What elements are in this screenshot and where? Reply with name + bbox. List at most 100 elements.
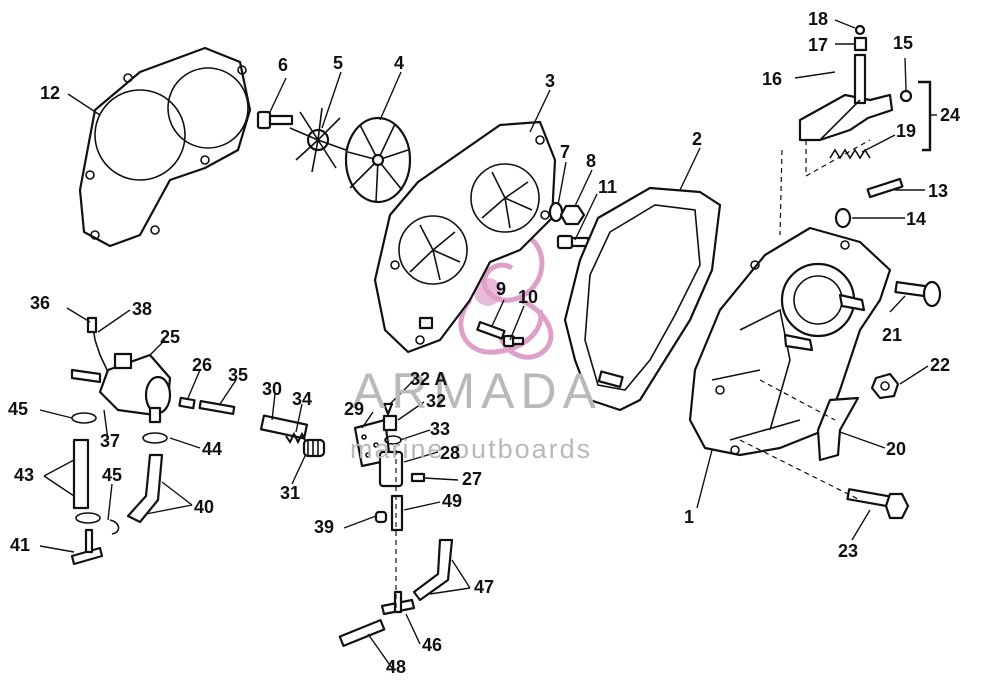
callout-28: 28 — [440, 443, 461, 463]
callout-19: 19 — [896, 121, 917, 141]
callout-30: 30 — [262, 379, 283, 399]
part-32-seat — [382, 414, 398, 432]
callout-18: 18 — [808, 9, 829, 29]
part-9-pin — [476, 321, 506, 340]
callout-23: 23 — [838, 541, 859, 561]
part-13-screw — [866, 177, 904, 199]
callout-29: 29 — [344, 399, 365, 419]
callout-24: 24 — [940, 105, 961, 125]
part-34-spring — [285, 431, 307, 445]
callout-43: 43 — [14, 465, 35, 485]
part-31-nut — [302, 438, 326, 458]
callout-14: 14 — [906, 209, 927, 229]
part-8-nut — [559, 204, 586, 226]
callout-36: 36 — [30, 293, 51, 313]
callout-10: 10 — [518, 287, 539, 307]
callout-39: 39 — [314, 517, 335, 537]
callout-4: 4 — [394, 53, 405, 73]
callout-20: 20 — [886, 439, 907, 459]
callout-32a: 32 A — [410, 369, 448, 389]
part-10-screw — [502, 334, 525, 348]
part-30-tube — [259, 414, 309, 440]
callout-7: 7 — [560, 142, 571, 162]
part-21-screw — [894, 280, 942, 308]
part-6-screw — [256, 110, 294, 130]
part-24-link-rod — [918, 80, 932, 152]
callout-12: 12 — [40, 83, 61, 103]
callout-3: 3 — [545, 71, 556, 91]
callout-22: 22 — [930, 355, 951, 375]
part-45-clamp-top — [71, 412, 97, 424]
part-48-hose — [338, 619, 386, 647]
part-14-plug — [834, 207, 852, 229]
part-5-reed-star — [289, 107, 347, 173]
part-3-pump-plate — [373, 120, 557, 354]
part-45-clamp-bottom — [75, 512, 120, 535]
callout-35: 35 — [228, 365, 249, 385]
callout-46: 46 — [422, 635, 443, 655]
callout-37: 37 — [100, 431, 121, 451]
part-26-screw — [178, 396, 196, 410]
part-25-solenoid — [70, 352, 172, 424]
part-18-ball — [854, 24, 866, 36]
part-17-bushing — [853, 36, 868, 52]
callout-5: 5 — [333, 53, 344, 73]
part-2-gasket — [563, 186, 722, 412]
callout-25: 25 — [160, 327, 181, 347]
part-4-valve-disc — [344, 116, 412, 204]
callout-13: 13 — [928, 181, 949, 201]
part-39-plug — [374, 510, 388, 524]
armada-logo — [458, 229, 554, 360]
part-15-clip — [899, 89, 913, 103]
part-19-spring — [829, 148, 871, 160]
part-44-clamp — [142, 432, 168, 444]
part-12-gasket — [78, 46, 252, 248]
part-36-38-wire — [86, 316, 109, 373]
part-49-tube — [390, 494, 404, 532]
callout-49: 49 — [442, 491, 463, 511]
part-11-screw — [556, 234, 590, 250]
callout-34: 34 — [292, 389, 313, 409]
part-23-bolt — [846, 488, 910, 520]
part-1-carburetor-body — [688, 226, 892, 457]
part-40-hose — [126, 453, 164, 524]
part-16-lever — [798, 53, 894, 142]
watermark-tagline-text: marine outboards — [350, 434, 593, 464]
part-27-screw — [410, 472, 426, 483]
callout-6: 6 — [278, 55, 289, 75]
part-small-sleeve — [418, 316, 434, 330]
callout-45-top: 45 — [8, 399, 29, 419]
callout-31: 31 — [280, 483, 301, 503]
part-46-tee — [380, 590, 416, 616]
callout-32: 32 — [426, 391, 447, 411]
callout-1: 1 — [684, 507, 695, 527]
callout-15: 15 — [893, 33, 914, 53]
part-41-fitting — [70, 528, 104, 566]
leader-lines — [39, 19, 937, 669]
callout-11: 11 — [598, 177, 618, 197]
callout-48: 48 — [386, 657, 407, 677]
part-43-hose — [72, 438, 90, 510]
part-47-hose — [412, 538, 454, 602]
part-35-rod — [198, 399, 236, 415]
callout-45-bottom: 45 — [102, 465, 123, 485]
callout-17: 17 — [808, 35, 829, 55]
callout-44: 44 — [202, 439, 223, 459]
part-20-bracket — [816, 396, 860, 462]
callout-33: 33 — [430, 419, 451, 439]
callout-47: 47 — [474, 577, 495, 597]
part-22-nut — [870, 372, 900, 400]
callout-38: 38 — [132, 299, 153, 319]
callout-9: 9 — [496, 279, 507, 299]
watermark-brand-text: ARMADA — [352, 363, 602, 419]
callout-41: 41 — [10, 535, 31, 555]
callout-27: 27 — [462, 469, 483, 489]
part-32a-needle — [382, 402, 394, 416]
part-7-washer — [548, 201, 564, 223]
callout-40: 40 — [194, 497, 215, 517]
assembly-lines — [395, 139, 871, 610]
callout-8: 8 — [586, 151, 597, 171]
callout-16: 16 — [762, 69, 783, 89]
